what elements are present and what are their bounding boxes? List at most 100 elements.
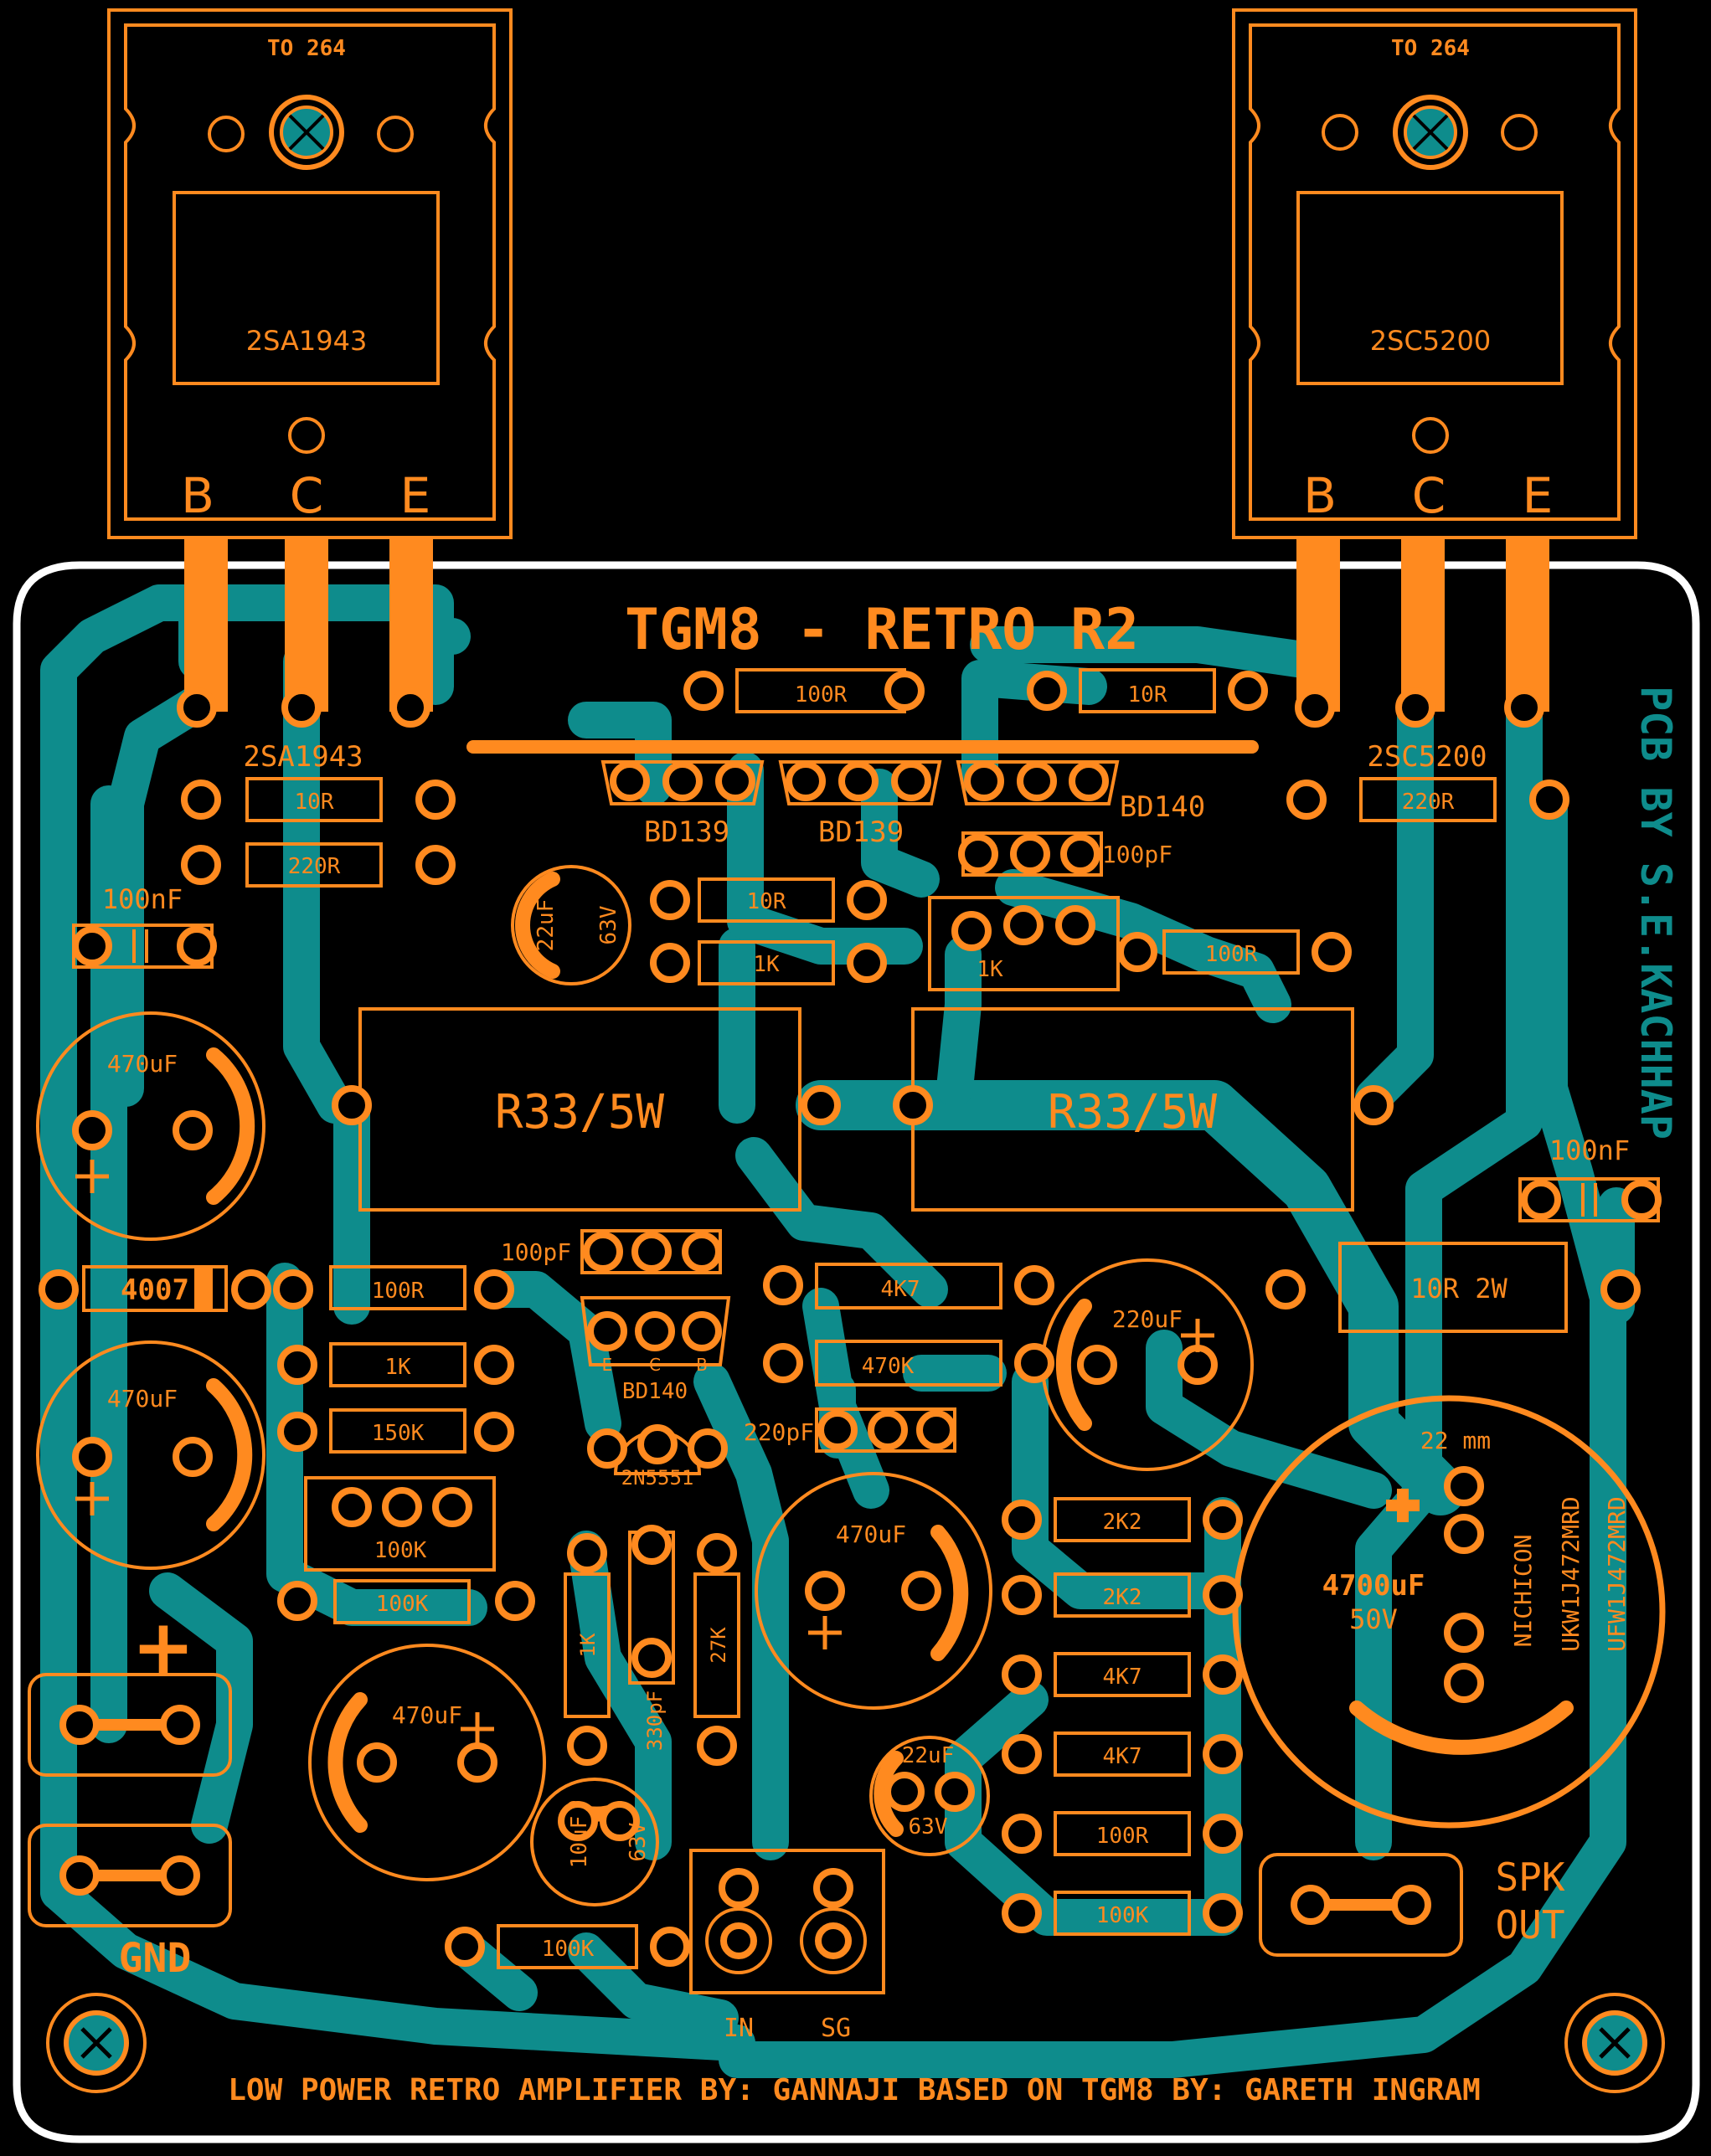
solder-pad [1600, 1269, 1641, 1310]
solder-pad [1312, 932, 1352, 972]
solder-pad [868, 1410, 908, 1450]
label-c-22uf-b-v: 63V [909, 1814, 948, 1840]
solder-pad [662, 761, 703, 801]
solder-pad [59, 1855, 100, 1896]
label-c-22uf: 22uF [533, 899, 559, 952]
solder-pad [390, 687, 430, 728]
label-c-470uf-c: 470uF [836, 1521, 906, 1548]
solder-pad [763, 1343, 803, 1383]
solder-pad [474, 1345, 514, 1385]
label-gnd: GND [119, 1935, 192, 1982]
label-r-left-220: 220R [288, 854, 341, 879]
solder-pad [181, 845, 221, 885]
solder-pad [567, 1533, 607, 1573]
solder-pad [1444, 1514, 1484, 1554]
label-plus-terminal: + [131, 1603, 194, 1691]
solder-pad [650, 880, 690, 920]
label-r-right-220: 220R [1402, 790, 1455, 815]
label-c-330pf: 330pF [643, 1690, 667, 1751]
label-r-2k2-a: 2K2 [1103, 1510, 1142, 1535]
solder-pad [813, 1868, 853, 1908]
label-r-1k-vert: 1K [576, 1633, 600, 1657]
solder-pad [1002, 1575, 1042, 1615]
solder-pad [631, 1638, 672, 1678]
solder-pad [587, 1428, 627, 1469]
label-c-100nf-left: 100nF [102, 883, 183, 915]
solder-pad [39, 1269, 79, 1310]
solder-pad [1178, 1345, 1218, 1385]
transistor-leads [184, 536, 1549, 712]
solder-pad [1003, 905, 1044, 945]
solder-pad [1228, 671, 1268, 711]
solder-pad [682, 1232, 722, 1272]
solder-pad [1203, 1893, 1243, 1933]
solder-pad [935, 1772, 975, 1812]
solder-pad [1014, 1343, 1054, 1383]
label-r-10r-2w: 10R 2W [1410, 1273, 1507, 1304]
solder-pad [177, 926, 217, 966]
solder-pad [1010, 834, 1050, 874]
solder-pad [173, 1437, 213, 1477]
solder-pad [277, 1581, 317, 1621]
connector-socket [815, 1922, 852, 1959]
solder-pad [72, 1437, 112, 1477]
label-c-470uf-b: 470uF [107, 1385, 178, 1412]
solder-pad [801, 1085, 841, 1125]
solder-pad [583, 1232, 623, 1272]
label-rp-right: R33/5W [1048, 1085, 1218, 1140]
component-outlines [28, 668, 1666, 2093]
cap-plus-marks [75, 1160, 1214, 1746]
solder-pad [1002, 1654, 1042, 1695]
connector-socket [720, 1922, 757, 1959]
solder-pad [495, 1581, 535, 1621]
solder-pad [683, 671, 724, 711]
solder-pad [558, 1801, 598, 1841]
solder-pad [1203, 1814, 1243, 1854]
solder-pad [382, 1487, 422, 1527]
silkscreen [107, 8, 1637, 539]
solder-pad [567, 1726, 607, 1766]
label-big-cap-size: 22 mm [1420, 1427, 1491, 1454]
label-c-220uf: 220uF [1112, 1305, 1183, 1333]
label-r-100k-row: 100K [376, 1592, 429, 1617]
left-part-label: 2SA1943 [246, 325, 368, 357]
solder-pad [1014, 1265, 1054, 1305]
solder-pad [1203, 1500, 1243, 1540]
solder-pad [1265, 1269, 1306, 1310]
solder-pad [587, 1311, 627, 1351]
label-r-left-10: 10R [295, 790, 334, 815]
solder-pad [1002, 1814, 1042, 1854]
solder-pad [1055, 905, 1095, 945]
solder-pad [160, 1855, 200, 1896]
solder-pad [415, 780, 456, 820]
label-c-220pf: 220pF [744, 1418, 814, 1446]
label-bd140-pin-e: E [602, 1355, 613, 1375]
solder-pad [964, 761, 1004, 801]
solder-pad [635, 1311, 675, 1351]
solder-pad [697, 1533, 737, 1573]
label-big-cap-part1: UKW1J472MRD [1557, 1496, 1585, 1651]
label-pot-1k: 1K [977, 957, 1003, 982]
label-r-100k-bottom: 100K [542, 1937, 595, 1962]
label-c-100pf-top: 100pF [1102, 841, 1172, 868]
solder-pad [884, 1772, 925, 1812]
solder-pad [951, 911, 992, 951]
solder-pad [805, 1571, 845, 1611]
solder-pad [847, 880, 887, 920]
label-spk: SPK [1495, 1855, 1564, 1900]
solder-pad [763, 1265, 803, 1305]
label-c-100pf-mid: 100pF [501, 1238, 571, 1266]
label-rp-left: R33/5W [495, 1085, 665, 1140]
solder-pad [893, 1085, 933, 1125]
solder-pad [786, 761, 826, 801]
label-r-2k2-b: 2K2 [1103, 1585, 1142, 1610]
board-title: TGM8 - RETRO R2 [625, 597, 1139, 663]
right-part-label: 2SC5200 [1370, 325, 1491, 357]
solder-pad [415, 845, 456, 885]
solder-pad [1117, 932, 1157, 972]
diode-band [194, 1267, 213, 1310]
solder-pad [891, 761, 931, 801]
label-r-27k: 27K [707, 1627, 730, 1664]
solder-pad [958, 834, 998, 874]
